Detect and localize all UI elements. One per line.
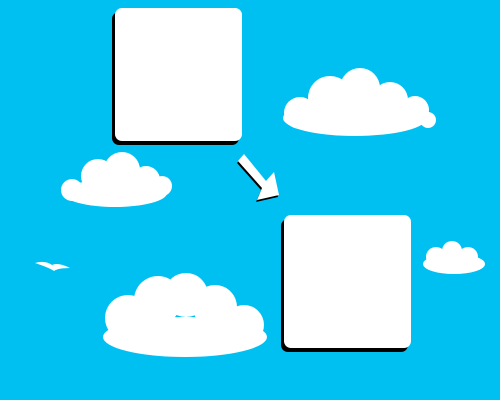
arrow-down-right-icon — [237, 154, 279, 202]
cloud-icon — [61, 152, 172, 207]
diagram-node-top — [115, 8, 242, 141]
bird-icon — [35, 261, 70, 271]
cloud-icon — [283, 68, 436, 136]
diagram-node-bottom — [284, 215, 411, 348]
cloud-icon — [423, 241, 485, 274]
cloud-icon — [103, 273, 267, 357]
